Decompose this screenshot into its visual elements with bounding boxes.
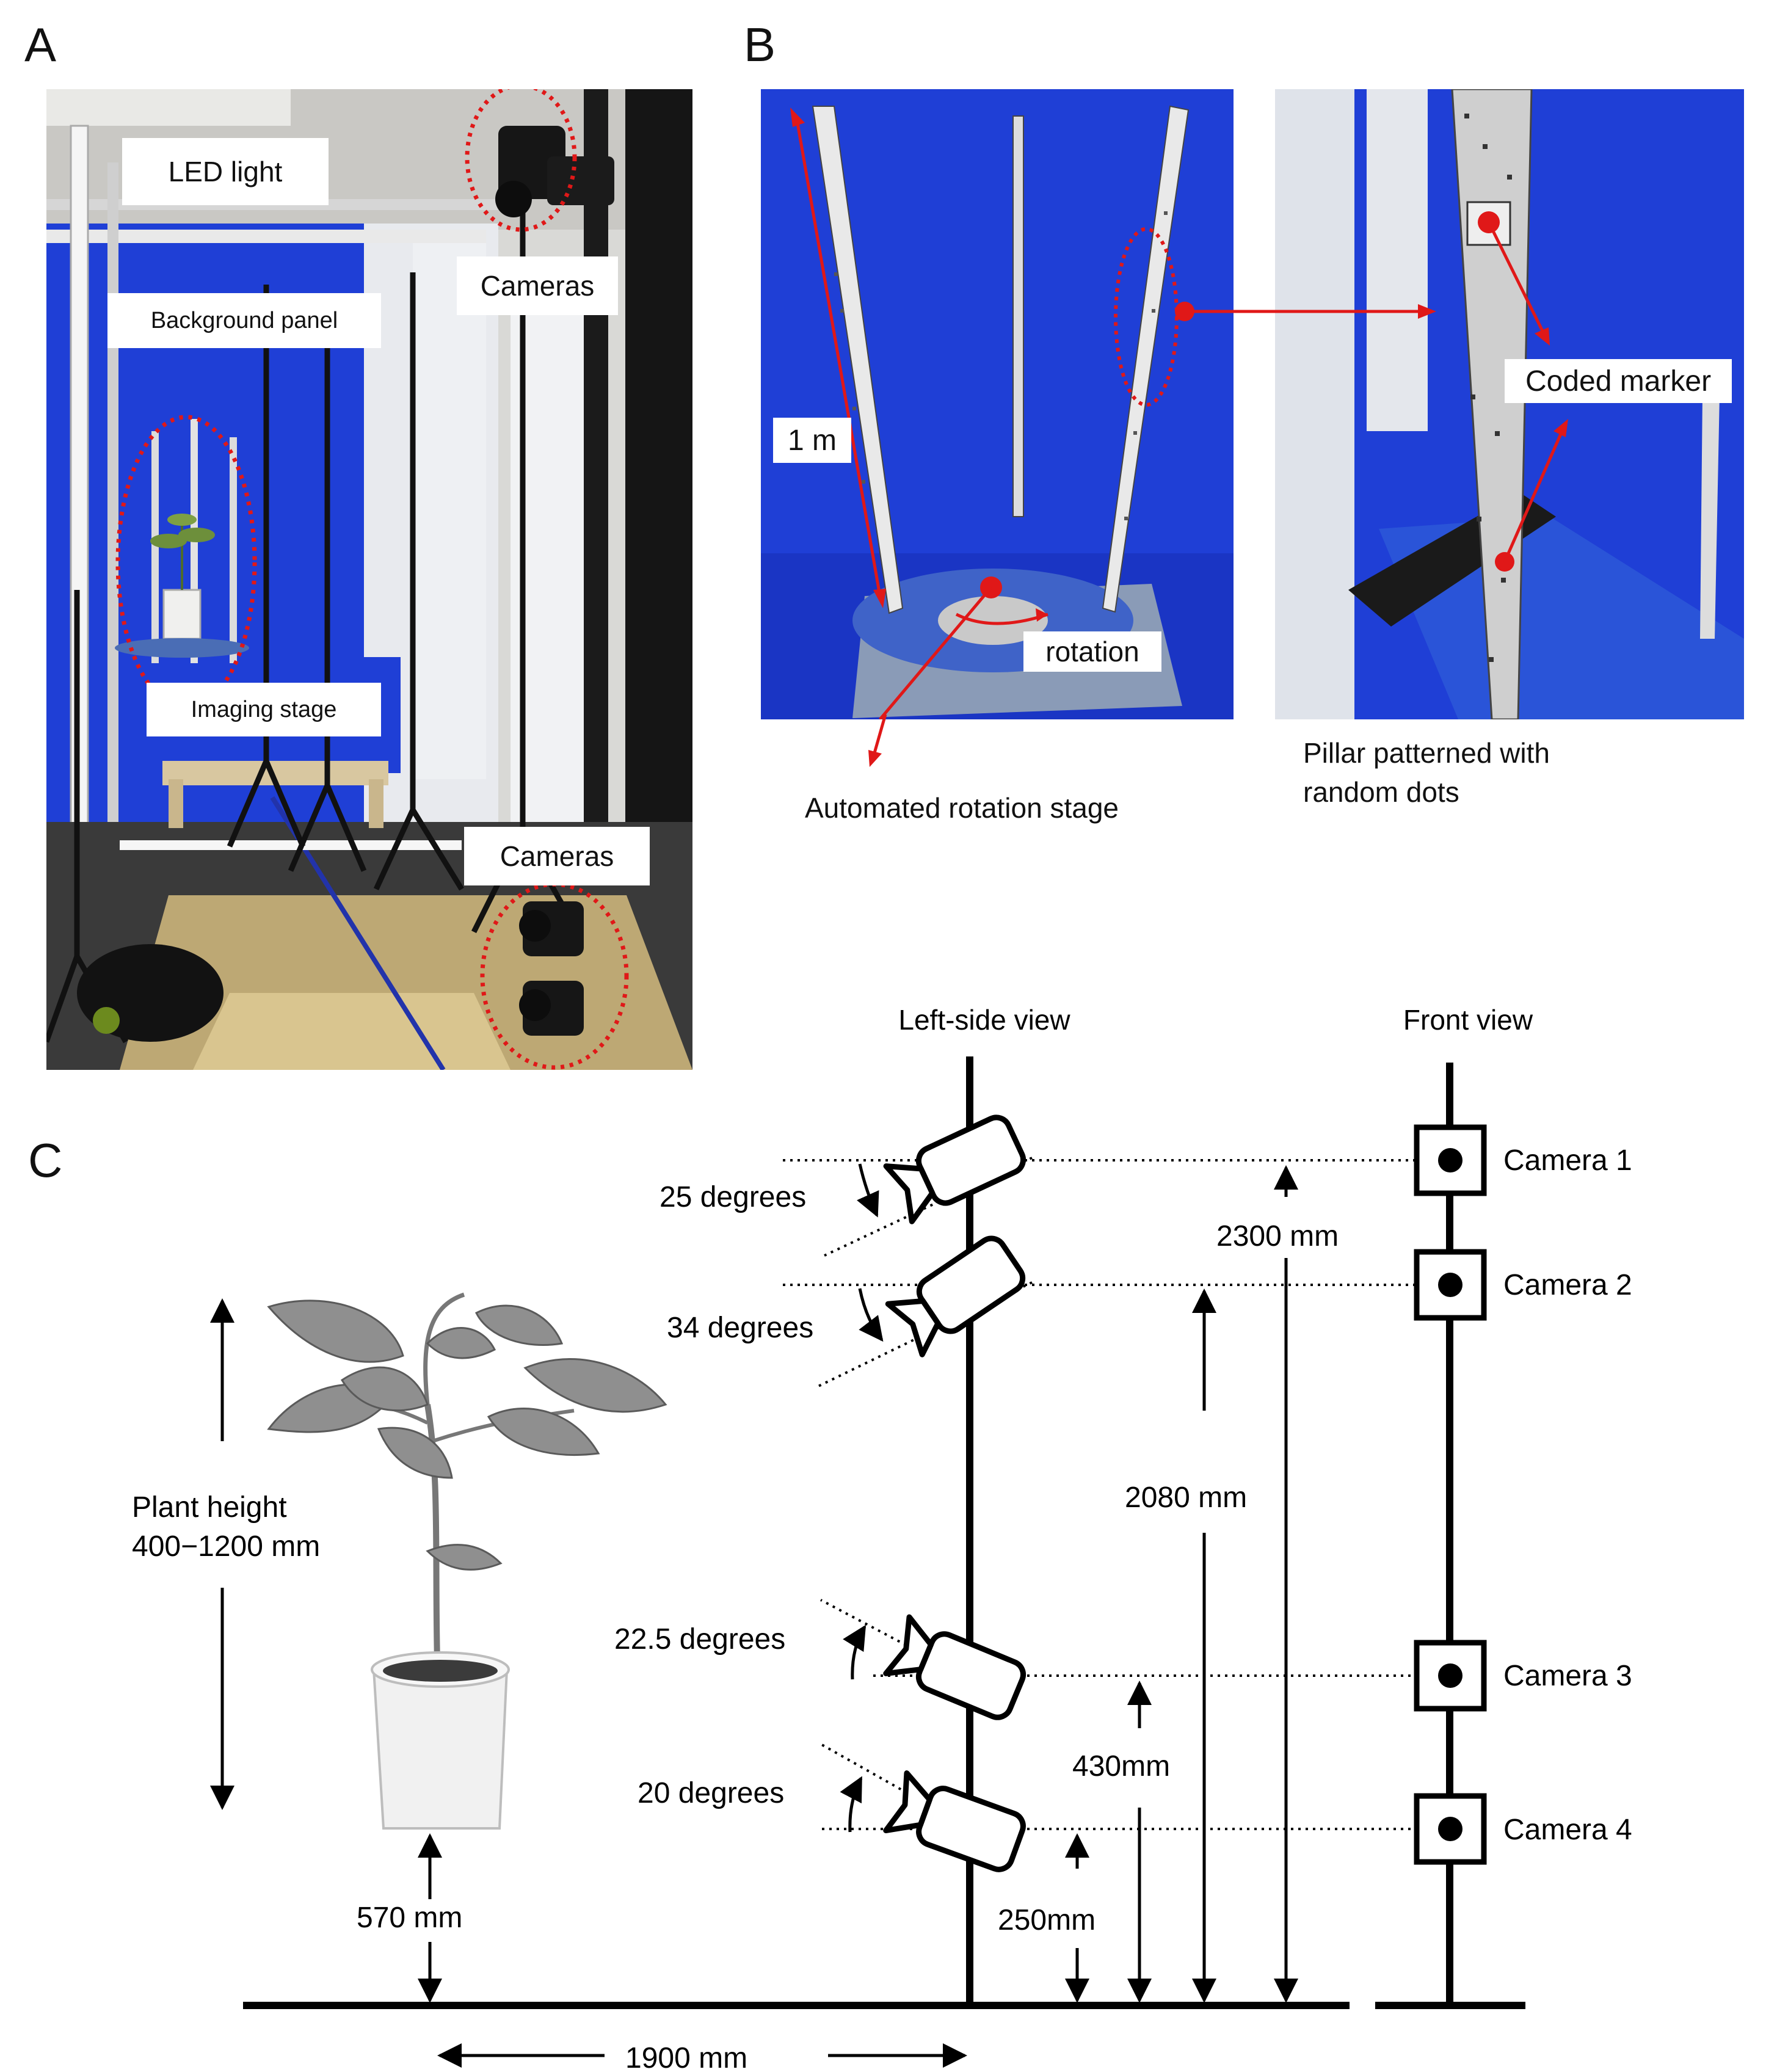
- automated-rotation-stage-label: Automated rotation stage: [805, 792, 1119, 824]
- camera-3-label: Camera 3: [1503, 1660, 1632, 1692]
- rotation-label: rotation: [1023, 631, 1161, 672]
- phenotyping-room-illustration: [46, 89, 692, 1070]
- camera-3-side-icon: [883, 1614, 1027, 1720]
- pillar-description-line1: Pillar patterned with: [1303, 737, 1550, 769]
- pillar-description-line2: random dots: [1303, 776, 1459, 808]
- panel-b-pillar-photo: [1275, 89, 1744, 719]
- plant-height-line1: Plant height: [132, 1491, 287, 1524]
- camera-1-label: Camera 1: [1503, 1144, 1632, 1177]
- camera-4-label: Camera 4: [1503, 1814, 1632, 1846]
- camera-2-front-icon: [1414, 1249, 1487, 1321]
- one-meter-label: 1 m: [773, 418, 851, 463]
- camera-layout-diagram: Left-side view Front view Camera 1 Camer…: [132, 1004, 1632, 2072]
- panel-letter-a: A: [24, 18, 57, 71]
- bottom-cameras-photo: [519, 901, 584, 1036]
- background-panel-label: Background panel: [107, 293, 381, 348]
- camera-3-angle-label: 22.5 degrees: [614, 1623, 785, 1656]
- top-cameras-photo: [495, 126, 614, 217]
- stage-pointer-arrow: [868, 714, 887, 767]
- panel-a-photo: [46, 89, 692, 1070]
- led-light-label: LED light: [122, 138, 329, 205]
- camera-1-side-icon: [883, 1114, 1027, 1224]
- cameras-top-highlight: [465, 89, 577, 232]
- panel-letter-b: B: [744, 18, 776, 71]
- plant-illustration: [267, 1292, 667, 1830]
- camera-2-side-icon: [885, 1235, 1026, 1358]
- imaging-stage-highlight: [115, 415, 257, 710]
- coded-marker-label: Coded marker: [1505, 359, 1732, 403]
- cameras-bottom-label: Cameras: [464, 827, 650, 885]
- camera-2-label: Camera 2: [1503, 1269, 1632, 1301]
- height-2300-label: 2300 mm: [1216, 1220, 1339, 1252]
- front-view-label: Front view: [1403, 1004, 1533, 1036]
- height-430-label: 430mm: [1072, 1750, 1170, 1783]
- cameras-top-label: Cameras: [457, 256, 618, 315]
- height-250-label: 250mm: [998, 1904, 1096, 1936]
- camera-4-angle-label: 20 degrees: [638, 1777, 784, 1809]
- imaging-stage-label: Imaging stage: [147, 683, 381, 736]
- left-side-view-label: Left-side view: [898, 1004, 1070, 1036]
- distance-1900-label: 1900 mm: [625, 2042, 747, 2072]
- pillar-closeup-illustration: [1275, 89, 1744, 719]
- camera-1-angle-label: 25 degrees: [660, 1181, 806, 1213]
- height-2080-label: 2080 mm: [1125, 1481, 1247, 1514]
- panel-b-stage-photo: [761, 89, 1234, 719]
- camera-2-angle-label: 34 degrees: [667, 1312, 813, 1344]
- rotation-stage-illustration: [761, 89, 1234, 719]
- plant-height-line2: 400−1200 mm: [132, 1530, 320, 1563]
- camera-4-side-icon: [883, 1770, 1026, 1872]
- panel-letter-c: C: [28, 1133, 63, 1187]
- pillar-link-arrow: [1175, 302, 1436, 321]
- pot-base-height-label: 570 mm: [357, 1902, 462, 1934]
